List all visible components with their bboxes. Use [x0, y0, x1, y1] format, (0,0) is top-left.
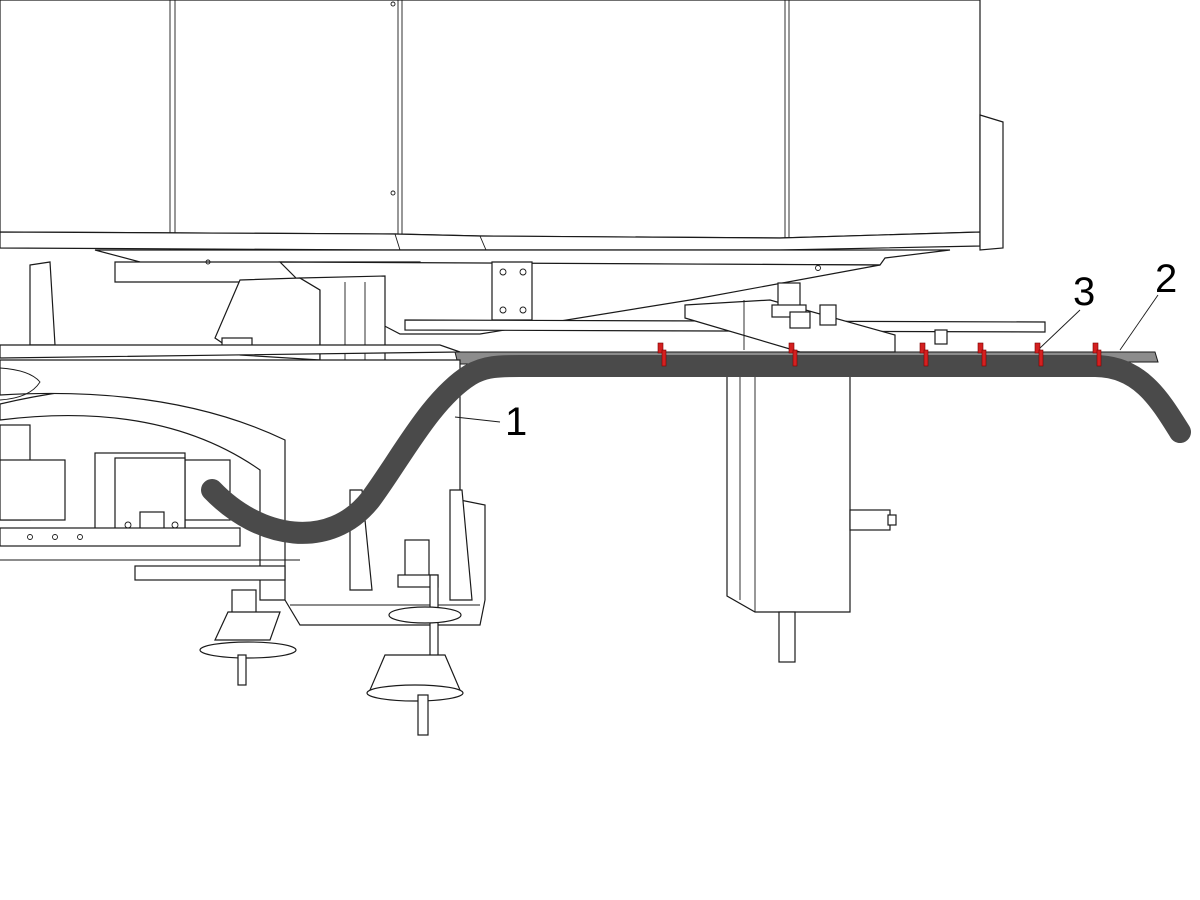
side-arch: [0, 359, 486, 626]
hose-clip: [977, 342, 987, 367]
hanging-housing: [726, 365, 897, 663]
pump-assembly: [0, 424, 300, 581]
mounting-fixture: [684, 282, 948, 353]
hose-clip: [657, 342, 667, 367]
callout-3: 3: [1073, 270, 1095, 314]
hose-clip: [1092, 342, 1102, 367]
machine-enclosure: [0, 0, 1004, 251]
hose-clip: [788, 342, 798, 367]
callout-1: 1: [505, 400, 527, 444]
hose: [201, 355, 1191, 544]
leveling-foot-left: [199, 589, 297, 686]
leveling-foot-right: [366, 539, 464, 736]
callout-2: 2: [1155, 257, 1177, 301]
leader-lines: [454, 294, 1159, 423]
hose-clips: [657, 342, 1102, 367]
hose-clip: [919, 342, 929, 367]
